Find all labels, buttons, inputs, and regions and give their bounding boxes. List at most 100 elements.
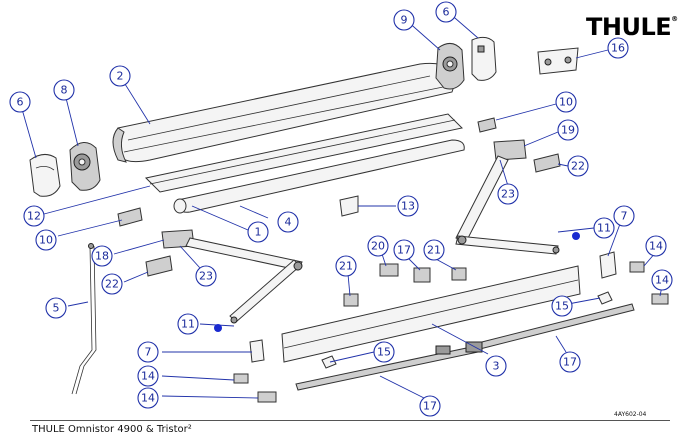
callout-label: 17 (397, 244, 411, 257)
callout-22-right[interactable]: 22 (567, 155, 589, 177)
callout-5[interactable]: 5 (45, 297, 67, 319)
callout-label: 13 (401, 200, 415, 213)
callout-label: 17 (423, 400, 437, 413)
callout-2[interactable]: 2 (109, 65, 131, 87)
leader-lines (19, 11, 663, 399)
callout-label: 9 (401, 14, 408, 27)
callout-16-mid[interactable]: 17 (393, 239, 415, 261)
callout-label: 10 (559, 96, 573, 109)
part-bracket-21-right (451, 267, 467, 281)
part-clip-15-right (597, 291, 613, 305)
callout-22-left[interactable]: 22 (101, 273, 123, 295)
part-bracket-21-left (343, 293, 359, 307)
callout-label: 15 (377, 346, 391, 359)
marker-dot-11-right (572, 232, 580, 240)
callout-17-left[interactable]: 17 (419, 395, 441, 417)
part-end-plug-7-left (249, 339, 265, 363)
callout-21-left[interactable]: 21 (335, 255, 357, 277)
callout-10-right[interactable]: 10 (555, 91, 577, 113)
part-cassette-housing (112, 62, 457, 163)
callout-12[interactable]: 12 (23, 205, 45, 227)
part-crank-handle (71, 243, 97, 395)
callout-label: 5 (53, 302, 60, 315)
logo-registered-mark: ® (671, 15, 678, 23)
callout-7-right[interactable]: 7 (613, 205, 635, 227)
callout-1[interactable]: 1 (247, 221, 269, 243)
callout-label: 11 (597, 222, 611, 235)
part-front-bar (281, 265, 581, 363)
callout-label: 12 (27, 210, 41, 223)
callout-label: 14 (655, 274, 669, 287)
callout-15-right[interactable]: 15 (551, 295, 573, 317)
callout-label: 6 (443, 6, 450, 19)
part-foot-14-b (257, 391, 277, 403)
callout-13[interactable]: 13 (397, 195, 419, 217)
callout-label: 14 (649, 240, 663, 253)
callout-label: 3 (493, 360, 500, 373)
part-cover-strip (144, 113, 464, 193)
callout-label: 22 (571, 160, 585, 173)
part-fabric-roller (173, 139, 465, 214)
callout-23-right[interactable]: 23 (497, 183, 519, 205)
callout-11-right[interactable]: 11 (593, 217, 615, 239)
callout-label: 4 (285, 216, 292, 229)
callout-label: 23 (501, 188, 515, 201)
logo-text: THULE (586, 13, 672, 41)
callout-label: 20 (371, 240, 385, 253)
marker-dot-11-left (214, 324, 222, 332)
callout-23-left[interactable]: 23 (195, 265, 217, 287)
callout-label: 11 (181, 318, 195, 331)
part-bracket-20 (379, 263, 399, 277)
callout-label: 7 (145, 346, 152, 359)
callout-label: 21 (339, 260, 353, 273)
callout-label: 17 (563, 356, 577, 369)
callout-10-left[interactable]: 10 (35, 229, 57, 251)
part-foot-14-c (629, 261, 645, 273)
part-arm-left (161, 229, 303, 324)
callout-15-left[interactable]: 15 (373, 341, 395, 363)
callout-14-right-a[interactable]: 14 (645, 235, 667, 257)
callout-label: 19 (561, 124, 575, 137)
callout-11-left[interactable]: 11 (177, 313, 199, 335)
callout-label: 7 (621, 210, 628, 223)
callout-17-right[interactable]: 17 (559, 351, 581, 373)
part-arm-right (455, 139, 560, 255)
thule-logo: THULE® (586, 13, 678, 41)
part-foot-14-a (233, 373, 249, 384)
callout-9[interactable]: 9 (393, 9, 415, 31)
callout-14-right-b[interactable]: 14 (651, 269, 673, 291)
part-clip-15-left (321, 355, 337, 369)
callout-label: 16 (611, 42, 625, 55)
callout-label: 14 (141, 370, 155, 383)
callout-label: 10 (39, 234, 53, 247)
callout-21-right[interactable]: 21 (423, 239, 445, 261)
callout-14-left-b[interactable]: 14 (137, 387, 159, 409)
callout-label: 6 (17, 96, 24, 109)
callout-14-left-a[interactable]: 14 (137, 365, 159, 387)
part-label-plate (339, 195, 359, 217)
callout-7-left[interactable]: 7 (137, 341, 159, 363)
part-end-cap-left (29, 154, 61, 197)
callout-6-right[interactable]: 6 (435, 1, 457, 23)
callout-label: 2 (117, 70, 124, 83)
part-connector-right (477, 117, 497, 133)
part-end-bracket-right (435, 43, 465, 90)
callout-6-left[interactable]: 6 (9, 91, 31, 113)
callout-4[interactable]: 4 (277, 211, 299, 233)
callout-label: 23 (199, 270, 213, 283)
callout-label: 18 (95, 250, 109, 263)
callout-20[interactable]: 20 (367, 235, 389, 257)
part-connector-left (117, 207, 143, 227)
callout-8[interactable]: 8 (53, 79, 75, 101)
callout-18[interactable]: 18 (91, 245, 113, 267)
callout-label: 8 (61, 84, 68, 97)
callout-16-top[interactable]: 16 (607, 37, 629, 59)
part-end-bracket-left (69, 142, 101, 191)
part-end-cap-right (471, 36, 497, 81)
callout-19[interactable]: 19 (557, 119, 579, 141)
callout-label: 21 (427, 244, 441, 257)
part-arm-cover-left (145, 255, 173, 277)
part-bracket-16 (413, 267, 431, 283)
callout-3[interactable]: 3 (485, 355, 507, 377)
